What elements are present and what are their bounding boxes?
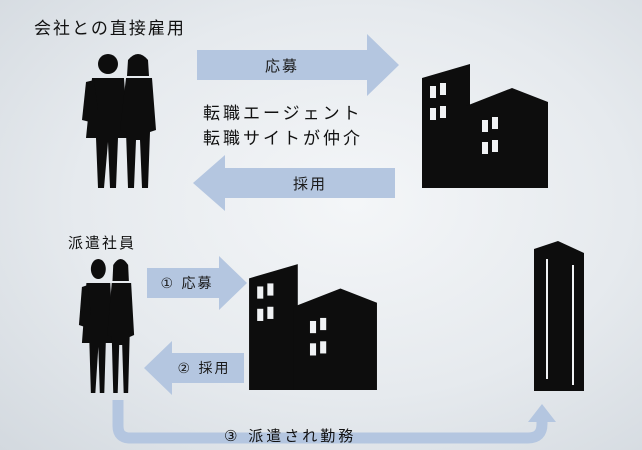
apply-arrow	[197, 34, 399, 96]
people-silhouette-icon	[82, 54, 156, 188]
dispatched-label: ③ 派遣され勤務	[224, 427, 357, 445]
section-title-dispatch: 派遣社員	[68, 234, 137, 252]
office-building-icon	[422, 64, 548, 188]
skyscraper-icon	[534, 241, 584, 391]
dispatch-hire-label: ② 採用	[177, 361, 231, 377]
apply-label: 応募	[264, 56, 299, 75]
people-silhouette-icon	[78, 259, 135, 393]
hire-arrow	[193, 155, 395, 211]
intermediary-line1: 転職エージェント	[203, 104, 363, 124]
office-building-icon	[249, 264, 377, 390]
dispatch-apply-label: ① 応募	[160, 276, 214, 292]
dispatch-apply-arrow	[147, 256, 247, 310]
section-title-direct: 会社との直接雇用	[34, 19, 186, 39]
hire-label: 採用	[292, 174, 327, 193]
intermediary-line2: 転職サイトが仲介	[203, 129, 363, 149]
dispatch-hire-arrow	[144, 341, 244, 395]
